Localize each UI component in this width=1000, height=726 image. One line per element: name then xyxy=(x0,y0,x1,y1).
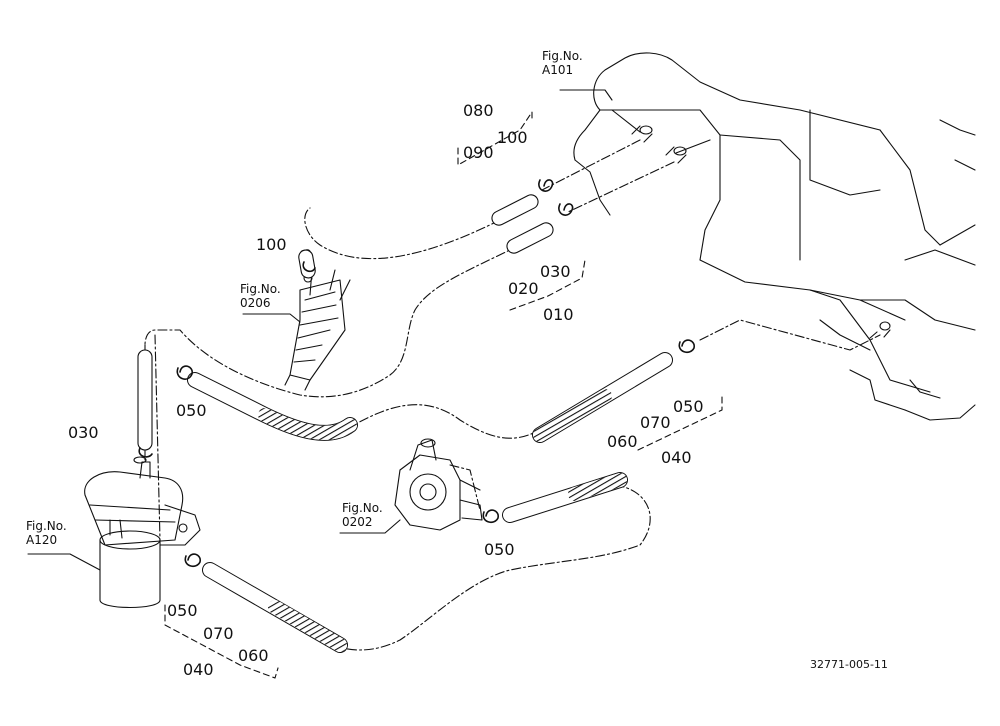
part-050-lower-label: 050 xyxy=(167,601,198,620)
part-060-right-label: 060 xyxy=(607,432,638,451)
part-070-right-label: 070 xyxy=(640,413,671,432)
fuel-filter xyxy=(84,456,201,608)
part-040-lower-label: 040 xyxy=(183,660,214,679)
hose-020 xyxy=(506,222,554,254)
part-050-upper-right-label: 050 xyxy=(673,397,704,416)
fig-ref-a120-number: A120 xyxy=(26,532,58,547)
fig-ref-a101: Fig.No. A101 xyxy=(542,49,583,78)
fuel-tank-outline xyxy=(573,52,976,421)
fig-ref-0206-title: Fig.No. xyxy=(240,282,281,296)
hose-060-right xyxy=(532,352,673,443)
fuel-pump xyxy=(394,438,483,531)
fig-a101-leader xyxy=(559,89,613,101)
part-100-left-label: 100 xyxy=(256,235,287,254)
hose-090 xyxy=(491,194,539,226)
fig-a120-leader xyxy=(27,553,101,571)
part-010-label: 010 xyxy=(543,305,574,324)
part-050-pump-label: 050 xyxy=(484,540,515,559)
part-050-upper-left-label: 050 xyxy=(176,401,207,420)
hose-060-upper-left xyxy=(187,372,358,441)
part-040-right-label: 040 xyxy=(661,448,692,467)
fig-0206-leader xyxy=(242,313,301,323)
part-030-left-label: 030 xyxy=(68,423,99,442)
pipe-030-left xyxy=(137,349,153,451)
fig-ref-0206: Fig.No. 0206 xyxy=(240,282,281,311)
routing-lines xyxy=(144,139,881,651)
fig-0202-leader xyxy=(339,519,401,534)
fig-ref-a101-number: A101 xyxy=(542,62,574,77)
part-100-top-label: 100 xyxy=(497,128,528,147)
part-020-label: 020 xyxy=(508,279,539,298)
hose-060-pump xyxy=(502,472,628,523)
hose-060-lower xyxy=(202,562,348,653)
part-030-right-label: 030 xyxy=(540,262,571,281)
fig-ref-0202-number: 0202 xyxy=(342,514,373,529)
group-brackets xyxy=(164,111,723,679)
part-060-lower-label: 060 xyxy=(238,646,269,665)
fig-ref-0202-title: Fig.No. xyxy=(342,501,383,515)
fig-ref-0206-number: 0206 xyxy=(240,295,271,310)
part-080-label: 080 xyxy=(463,101,494,120)
drawing-number: 32771-005-11 xyxy=(810,658,888,671)
hose-injector-return xyxy=(298,249,316,279)
injector-assembly xyxy=(284,249,351,391)
fig-ref-0202: Fig.No. 0202 xyxy=(342,501,383,530)
clamps xyxy=(138,179,695,568)
fig-ref-a101-title: Fig.No. xyxy=(542,49,583,63)
part-070-lower-label: 070 xyxy=(203,624,234,643)
fig-ref-a120-title: Fig.No. xyxy=(26,519,67,533)
fig-ref-a120: Fig.No. A120 xyxy=(26,519,67,548)
part-090-label: 090 xyxy=(463,143,494,162)
